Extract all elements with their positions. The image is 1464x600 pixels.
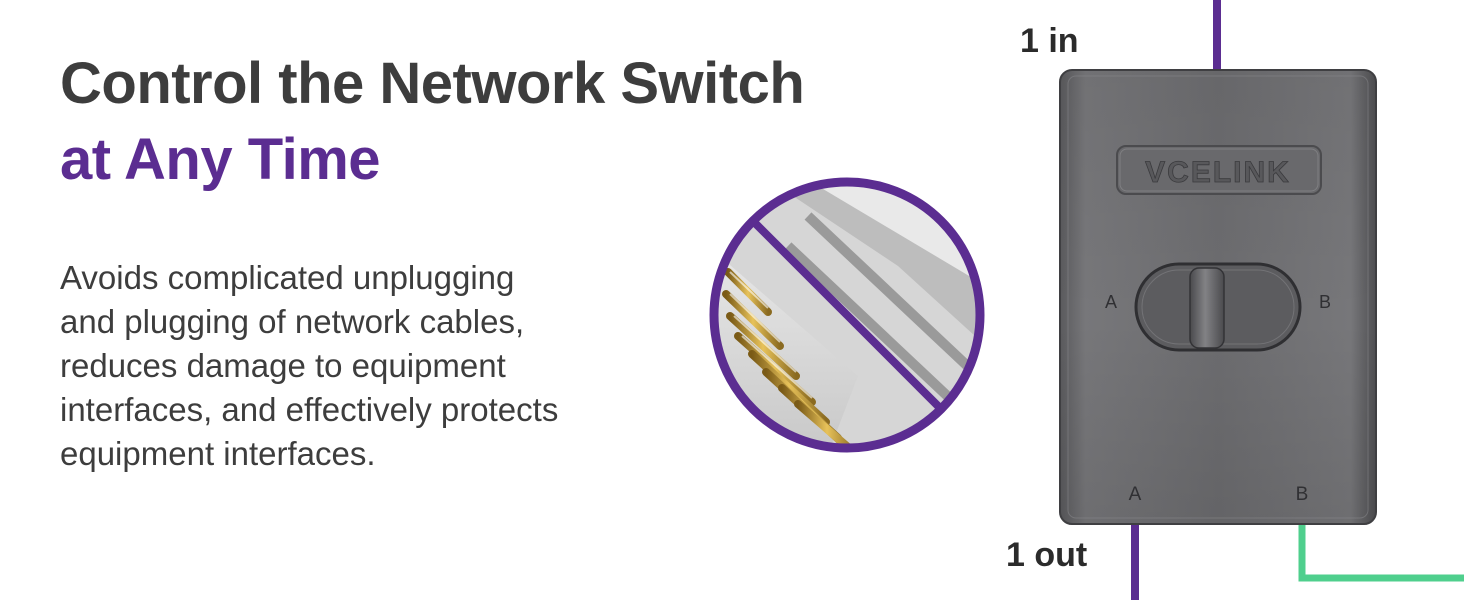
- input-cable: [1213, 0, 1221, 76]
- switch-label-b: B: [1319, 292, 1331, 312]
- switch-knob: [1189, 267, 1225, 349]
- description-line: reduces damage to equipment: [60, 347, 506, 384]
- headline-line-2: at Any Time: [60, 127, 381, 192]
- brand-logo: VCELINK: [1145, 156, 1291, 189]
- output-label: 1 out: [1006, 536, 1088, 574]
- description-line: and plugging of network cables,: [60, 303, 525, 340]
- network-switch-device: [1059, 69, 1377, 525]
- input-label: 1 in: [1020, 22, 1079, 60]
- port-label-a: A: [1129, 484, 1142, 505]
- description: Avoids complicated unplugging and pluggi…: [60, 256, 660, 476]
- description-line: interfaces, and effectively protects: [60, 391, 559, 428]
- no-unplugging-icon: [708, 176, 986, 454]
- headline: Control the Network Switch at Any Time: [60, 46, 805, 198]
- headline-line-1: Control the Network Switch: [60, 51, 805, 116]
- description-line: Avoids complicated unplugging: [60, 259, 515, 296]
- description-line: equipment interfaces.: [60, 435, 376, 472]
- switch-label-a: A: [1105, 292, 1117, 312]
- output-cable-a: [1131, 520, 1139, 600]
- output-cable-b: [1298, 520, 1464, 582]
- port-label-b: B: [1296, 484, 1309, 505]
- brand-plate: [1116, 145, 1322, 195]
